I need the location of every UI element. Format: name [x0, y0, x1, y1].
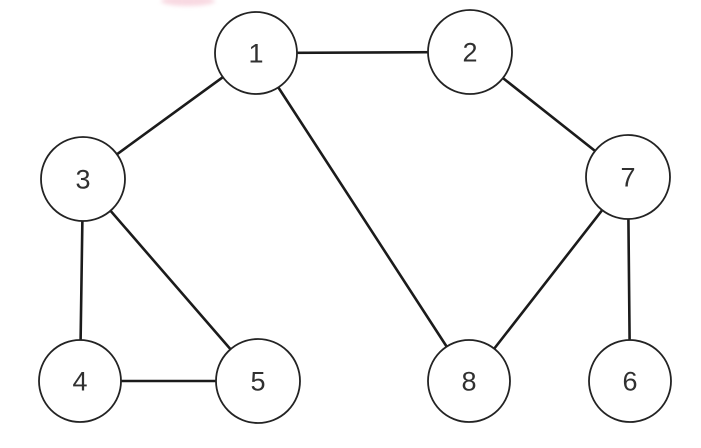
scan-artifact-layer [161, 0, 215, 6]
node-label-3: 3 [75, 164, 90, 194]
node-label-6: 6 [622, 366, 637, 396]
node-circle-8 [427, 339, 511, 423]
node-3: 3 [40, 136, 126, 222]
node-label-1: 1 [248, 38, 263, 68]
node-circle-7 [585, 134, 671, 220]
edge-layer [78, 50, 632, 383]
node-1: 1 [214, 11, 298, 95]
node-label-4: 4 [72, 366, 87, 396]
node-7: 7 [585, 134, 671, 220]
node-circle-6 [588, 339, 672, 423]
edge-7-8 [467, 175, 630, 383]
node-label-5: 5 [250, 366, 265, 396]
node-6: 6 [588, 339, 672, 423]
node-4: 4 [38, 339, 122, 423]
pink-smudge-artifact [161, 0, 215, 6]
node-circle-2 [427, 9, 513, 95]
node-label-8: 8 [461, 366, 476, 396]
node-circle-1 [214, 11, 298, 95]
node-layer: 1 2 3 4 5 6 7 8 [38, 9, 672, 424]
node-5: 5 [215, 338, 301, 424]
node-label-2: 2 [462, 37, 477, 67]
node-circle-3 [40, 136, 126, 222]
node-8: 8 [427, 339, 511, 423]
edge-3-5 [81, 177, 260, 383]
node-label-7: 7 [620, 162, 635, 192]
node-circle-4 [38, 339, 122, 423]
edge-1-8 [254, 51, 471, 383]
node-2: 2 [427, 9, 513, 95]
node-circle-5 [215, 338, 301, 424]
